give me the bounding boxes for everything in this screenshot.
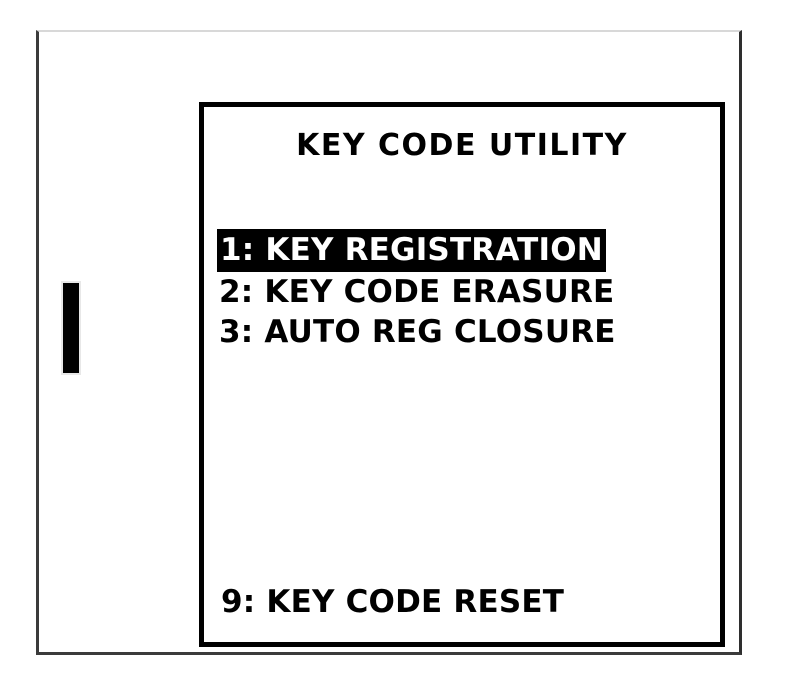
lcd-screen-panel: KEY CODE UTILITY 1: KEY REGISTRATION 2: … xyxy=(199,102,725,647)
lcd-screen-content: KEY CODE UTILITY 1: KEY REGISTRATION 2: … xyxy=(204,107,720,642)
menu-row-wrapper-3: 3: AUTO REG CLOSURE xyxy=(217,312,714,352)
menu-item-key-code-erasure[interactable]: 2: KEY CODE ERASURE xyxy=(219,274,615,310)
page-title: KEY CODE UTILITY xyxy=(296,128,628,163)
menu-footer: 9: KEY CODE RESET xyxy=(217,582,714,622)
left-side-indicator-bar xyxy=(63,283,79,373)
device-bezel: KEY CODE UTILITY 1: KEY REGISTRATION 2: … xyxy=(36,30,742,655)
menu-item-key-registration[interactable]: 1: KEY REGISTRATION xyxy=(217,229,606,272)
menu-row-wrapper-1: 1: KEY REGISTRATION xyxy=(217,229,714,272)
menu-item-key-code-reset[interactable]: 9: KEY CODE RESET xyxy=(221,584,565,620)
menu-row-wrapper-2: 2: KEY CODE ERASURE xyxy=(217,272,714,312)
menu-item-auto-reg-closure[interactable]: 3: AUTO REG CLOSURE xyxy=(219,314,616,350)
menu-list: 1: KEY REGISTRATION 2: KEY CODE ERASURE … xyxy=(217,229,714,352)
